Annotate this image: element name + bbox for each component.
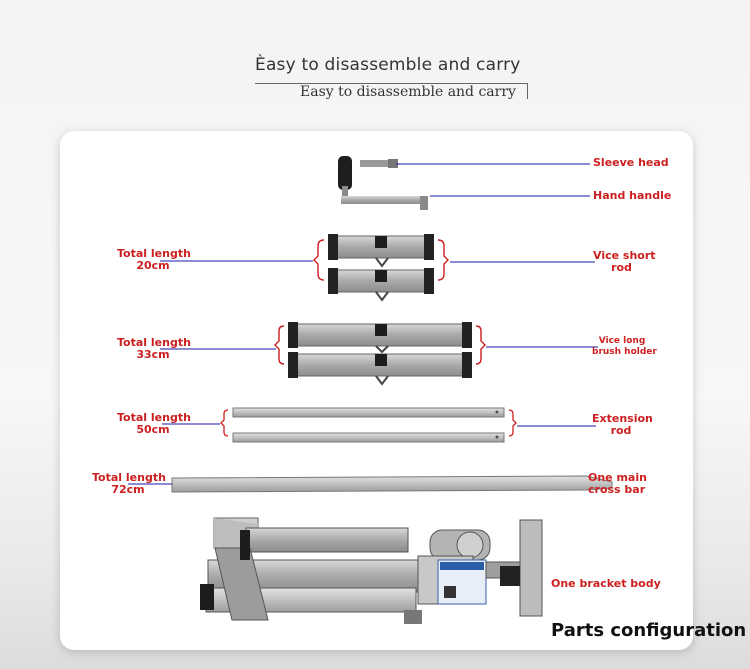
title-underline bbox=[255, 83, 527, 84]
short-left-brace bbox=[313, 239, 325, 281]
long-right-brace bbox=[475, 325, 486, 365]
label-vice-long-line1: Vice long bbox=[598, 336, 646, 346]
label-main-cross-bar: One main cross bar bbox=[588, 472, 647, 496]
label-hand-handle: Hand handle bbox=[593, 189, 672, 202]
label-length-33-line2: 33cm bbox=[136, 348, 170, 361]
title-underline-tick bbox=[527, 83, 528, 99]
label-extension-rod-line1: Extension bbox=[592, 412, 653, 425]
vice-short-rods bbox=[328, 234, 434, 302]
label-extension-rod-line2: rod bbox=[610, 424, 632, 437]
label-length-33-line1: Total length bbox=[117, 336, 191, 349]
label-vice-long-line2: brush holder bbox=[592, 347, 657, 357]
label-main-cross-bar-line2: cross bar bbox=[588, 483, 646, 496]
label-extension-rod: Extension rod bbox=[592, 412, 653, 437]
label-length-50-line1: Total length bbox=[117, 411, 191, 424]
label-vice-short-rod-line2: rod bbox=[611, 261, 632, 274]
short-right-brace bbox=[437, 239, 449, 281]
extension-left-brace bbox=[220, 409, 229, 437]
label-sleeve-head: Sleeve head bbox=[593, 156, 669, 169]
long-left-brace bbox=[274, 325, 285, 365]
label-main-cross-bar-line1: One main bbox=[588, 471, 647, 484]
label-length-50-line2: 50cm bbox=[136, 423, 170, 436]
label-length-20-line2: 20cm bbox=[136, 259, 170, 272]
page-subtitle: Easy to disassemble and carry bbox=[300, 84, 516, 100]
label-length-33: Total length 33cm bbox=[117, 336, 191, 361]
label-vice-long-brush-holder: Vice long brush holder bbox=[592, 336, 657, 358]
label-vice-short-rod-line1: Vice short bbox=[593, 249, 656, 262]
handle-assembly bbox=[338, 156, 428, 210]
label-bracket-body: One bracket body bbox=[551, 577, 661, 590]
main-cross-bar bbox=[171, 475, 613, 493]
label-length-50: Total length 50cm bbox=[117, 411, 191, 436]
extension-rods bbox=[232, 407, 505, 443]
label-length-72-line1: Total length bbox=[92, 471, 166, 484]
bracket-body bbox=[200, 517, 543, 624]
extension-right-brace bbox=[508, 409, 517, 437]
label-length-20-line1: Total length bbox=[117, 247, 191, 260]
label-vice-short-rod: Vice short rod bbox=[593, 249, 656, 274]
label-length-72-line2: 72cm bbox=[111, 483, 145, 496]
parts-configuration-caption: Parts configuration bbox=[551, 620, 747, 641]
label-length-72: Total length 72cm bbox=[92, 471, 166, 496]
label-length-20: Total length 20cm bbox=[117, 247, 191, 272]
page-title: Èasy to disassemble and carry bbox=[255, 55, 521, 75]
vice-long-holders bbox=[288, 322, 472, 386]
